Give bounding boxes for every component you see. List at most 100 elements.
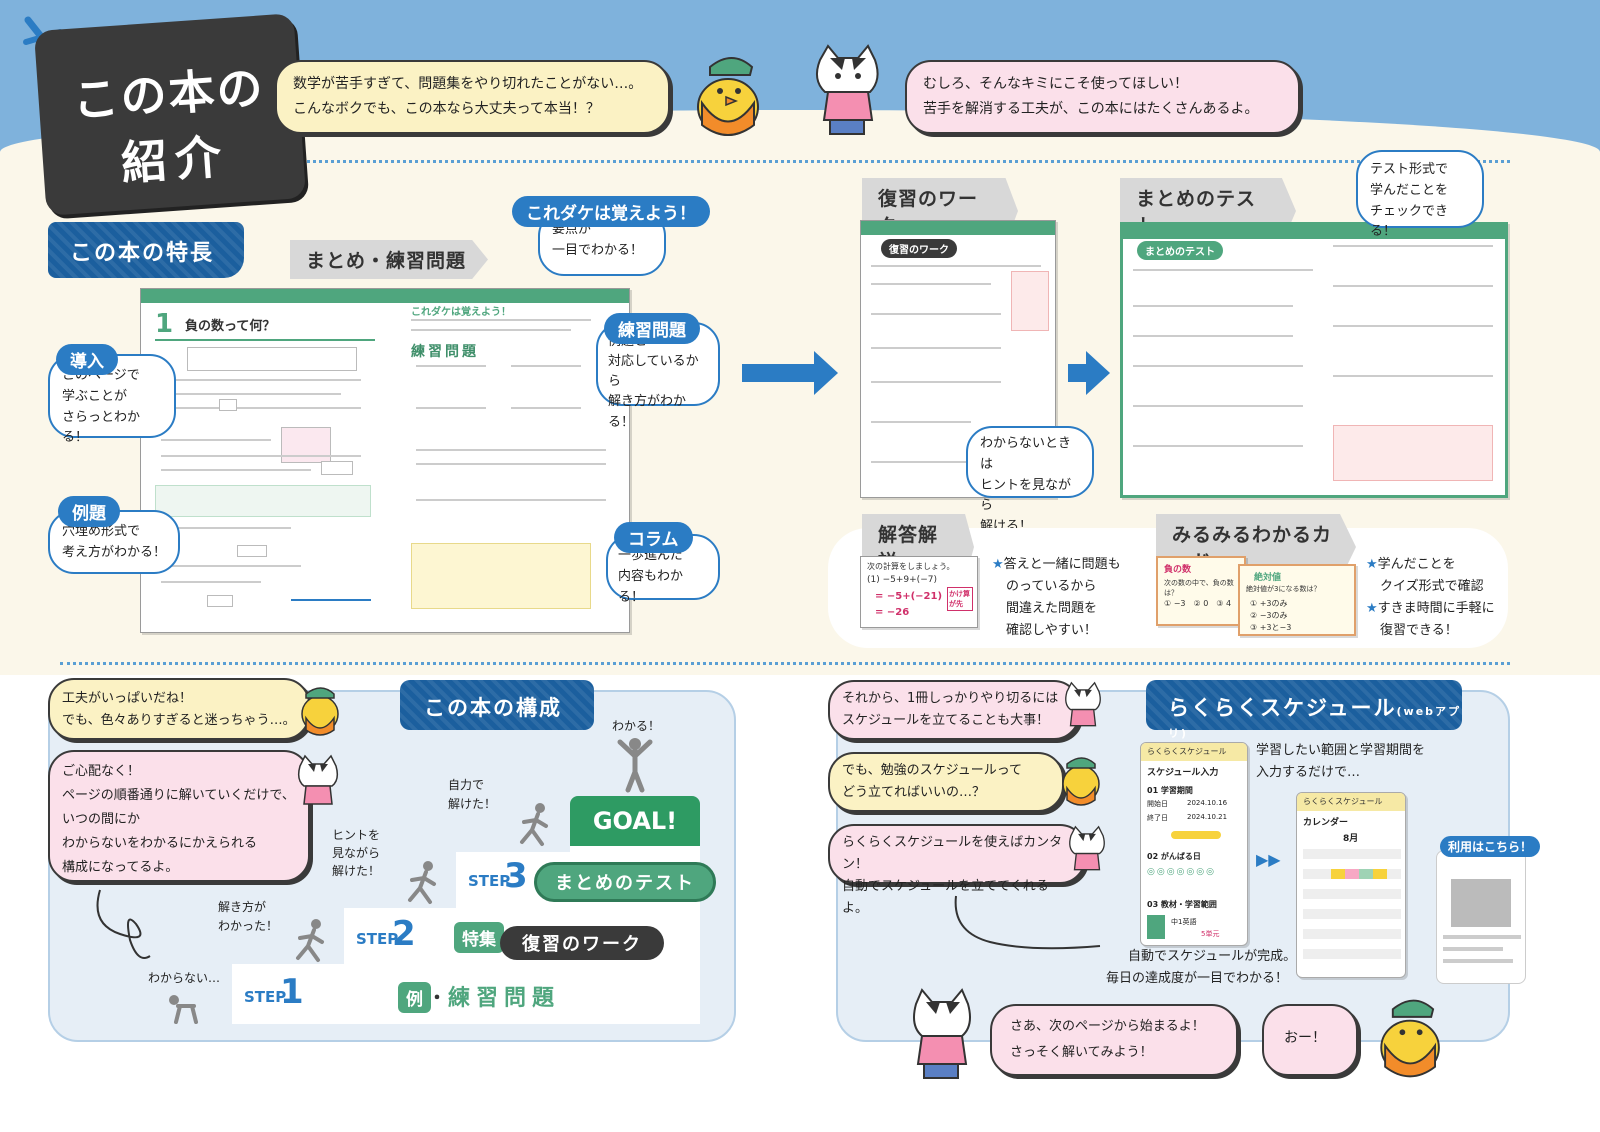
calendar-cell [1387, 949, 1401, 959]
calendar-cell [1317, 889, 1331, 899]
calendar-cell [1345, 909, 1359, 919]
column-tag: コラム [614, 522, 693, 553]
calendar-cell [1331, 849, 1345, 859]
calendar-cell [1345, 949, 1359, 959]
step-2-special-tag: 特集 [454, 922, 504, 953]
label-understand: わかる！ [612, 719, 661, 733]
calendar-cell [1373, 869, 1387, 879]
flow-arrow-2 [1068, 351, 1110, 395]
calendar-cell [1303, 949, 1317, 959]
calendar-cell [1303, 889, 1317, 899]
bird-character-icon [1380, 999, 1440, 1078]
bird-composition-bubble: 工夫がいっぱいだね！ でも、色々ありすぎると迷っちゃう…。 [48, 678, 310, 740]
star-icon: ★ [992, 557, 1004, 572]
tab-summary-practice: まとめ・練習問題 [290, 240, 488, 279]
bird-ending-bubble: おー！ [1262, 1004, 1358, 1076]
calendar-cell [1317, 849, 1331, 859]
page-title-line2: 紹介 [119, 129, 231, 191]
step-2-label: STEP [356, 930, 399, 948]
card-front-mockup: 負の数 次の数の中で、負の数は？ ① −3 ② 0 ③ 4 [1156, 556, 1246, 626]
star-icon: ★ [1366, 601, 1378, 617]
calendar-cell [1359, 869, 1373, 879]
running-figure-icon [520, 803, 548, 846]
calendar-cell [1317, 949, 1331, 959]
features-banner-text: この本の特長 [70, 241, 215, 266]
step-1-example-tag: 例 [398, 982, 431, 1013]
calendar-cell [1387, 929, 1401, 939]
label-dont-know: わからない… [148, 971, 221, 985]
cat-character-icon [297, 754, 339, 805]
calendar-cell [1345, 869, 1359, 879]
mock-practice-heading: 練習問題 [411, 344, 479, 360]
answers-mockup: 次の計算をしましょう。 (1) −5+9+(−7) = −5+(−21) = −… [860, 556, 978, 628]
schedule-calendar-phone-mockup: らくらくスケジュール カレンダー 8月 [1296, 792, 1406, 978]
middle-divider [60, 662, 1510, 665]
qr-label: 利用はこちら！ [1440, 836, 1541, 857]
cat-intro-line2: 苦手を解消する工夫が、この本にはたくさんあるよ。 [923, 100, 1259, 117]
schedule-banner-sub: (webアプリ) [1168, 705, 1462, 740]
calendar-cell [1373, 909, 1387, 919]
calendar-cell [1303, 849, 1317, 859]
summary-test-page-mockup: まとめのテスト [1120, 222, 1508, 498]
step-3-name: まとめのテスト [534, 862, 716, 902]
calendar-cell [1387, 869, 1401, 879]
calendar-cell [1359, 929, 1373, 939]
label-understood-howto: 解き方が わかった！ [218, 900, 279, 934]
flow-arrow-1 [742, 351, 838, 395]
calendar-cell [1303, 909, 1317, 919]
stair-step-1 [232, 964, 700, 1024]
cat-character-icon [815, 44, 879, 135]
step-3-label: STEP [468, 872, 511, 890]
calendar-cell [1387, 909, 1401, 919]
calendar-cell [1359, 949, 1373, 959]
star-icon: ★ [1366, 557, 1378, 572]
schedule-result-note: 自動でスケジュールが完成。 毎日の達成度が一目でわかる！ [1106, 949, 1297, 987]
weekday-icons: ◎◎◎◎◎◎◎ [1147, 867, 1216, 877]
calendar-cell [1317, 929, 1331, 939]
crawling-figure-icon [169, 995, 198, 1024]
calendar-cell [1359, 849, 1373, 859]
cat-schedule-bubble-1: それから、1冊しっかりやり切るには スケジュールを立てることも大事！ [828, 680, 1080, 740]
calendar-cell [1317, 869, 1331, 879]
step-1-name: 練習問題 [448, 986, 561, 1011]
calendar-cell [1331, 889, 1345, 899]
goal-label: GOAL! [570, 796, 700, 846]
answers-description: ★答えと一緒に問題も のっているから 間違えた問題を 確認しやすい！ [992, 557, 1121, 639]
review-hint-callout: わからないときは ヒントを見ながら 解ける！ [966, 426, 1094, 534]
book-icon [1147, 915, 1165, 939]
step-2-name: 復習のワーク [500, 926, 664, 960]
calendar-cell [1387, 849, 1401, 859]
step-1-separator: ・ [428, 988, 446, 1009]
composition-banner: この本の構成 [400, 680, 594, 730]
calendar-cell [1359, 889, 1373, 899]
calendar-cell [1373, 929, 1387, 939]
cat-thinking-icon [1065, 681, 1101, 727]
page-title-badge: この本の 紹介 [33, 13, 307, 216]
section-number: 1 [155, 309, 174, 339]
double-arrow-icon: ▶▶ [1256, 850, 1281, 869]
section-heading: 負の数って何？ [185, 319, 276, 334]
example-tag: 例題 [58, 496, 120, 527]
calendar-cell [1303, 869, 1317, 879]
practice-tag: 練習問題 [604, 313, 700, 344]
qr-card[interactable] [1436, 850, 1526, 984]
calendar-cell [1331, 909, 1345, 919]
qr-code[interactable] [1451, 879, 1511, 927]
calendar-cell [1331, 929, 1345, 939]
calendar-cell [1331, 949, 1345, 959]
calendar-cell [1303, 929, 1317, 939]
calendar-cell [1359, 909, 1373, 919]
label-hint-solved: ヒントを 見ながら 解けた！ [332, 828, 381, 878]
calendar-cell [1373, 889, 1387, 899]
features-banner: この本の特長 [48, 222, 244, 278]
summary-test-pill: まとめのテスト [1137, 241, 1223, 260]
cat-intro-line1: むしろ、そんなキミにこそ使ってほしい！ [923, 76, 1189, 92]
schedule-input-phone-mockup: らくらくスケジュール スケジュール入力 01 学習期間 開始日 2024.10.… [1140, 742, 1248, 946]
step-1-number: 1 [280, 972, 304, 1012]
bird-character-icon [301, 687, 339, 736]
cat-composition-bubble: ご心配なく！ ページの順番通りに解いていくだけで、 いつの間にか わからないをわ… [48, 750, 310, 882]
calendar-cell [1345, 849, 1359, 859]
flow-curve-arrow [954, 895, 1101, 950]
calendar-cell [1345, 929, 1359, 939]
schedule-input-note: 学習したい範囲と学習期間を 入力するだけで… [1256, 743, 1426, 781]
